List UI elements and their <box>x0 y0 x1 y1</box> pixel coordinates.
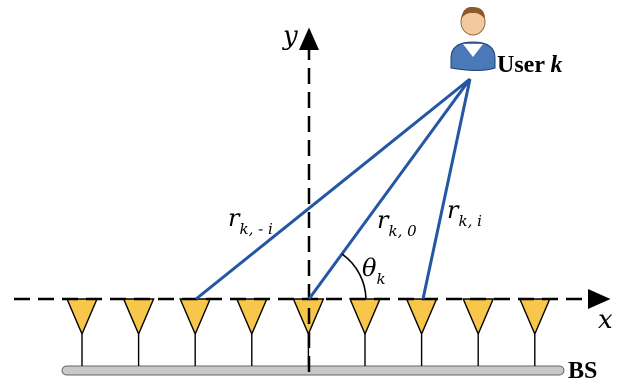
antenna-triangle <box>405 298 438 336</box>
ray-right <box>421 78 472 300</box>
user-icon <box>450 6 496 71</box>
ray-group <box>195 77 472 301</box>
distance-label-right: rk, i <box>447 196 482 230</box>
distance-label-center: rk, 0 <box>377 206 417 240</box>
antenna-element <box>518 298 551 366</box>
angle-label: θk <box>362 254 386 288</box>
ray-center <box>307 78 472 300</box>
antenna-triangle <box>462 298 495 336</box>
antenna-triangle <box>122 298 155 336</box>
antenna-triangle <box>179 298 212 336</box>
angle-arc <box>341 253 367 300</box>
antenna-element <box>179 298 212 366</box>
bs-bar <box>61 365 565 376</box>
antenna-triangle <box>65 298 99 336</box>
x-axis-label: x <box>598 305 613 335</box>
antenna-triangle <box>518 298 551 336</box>
antenna-triangle <box>235 298 268 336</box>
antenna-element <box>462 298 495 366</box>
ray-left <box>195 77 471 301</box>
bs-label: BS <box>568 358 597 379</box>
user-label: User k <box>497 52 563 78</box>
antenna-element <box>405 298 438 366</box>
y-axis-label: y <box>282 21 298 51</box>
antenna-element <box>65 298 99 366</box>
antenna-element <box>348 298 382 366</box>
antenna-element <box>235 298 268 366</box>
distance-label-left: rk, - i <box>228 204 273 238</box>
antenna-triangle <box>348 298 382 336</box>
antenna-element <box>122 298 155 366</box>
